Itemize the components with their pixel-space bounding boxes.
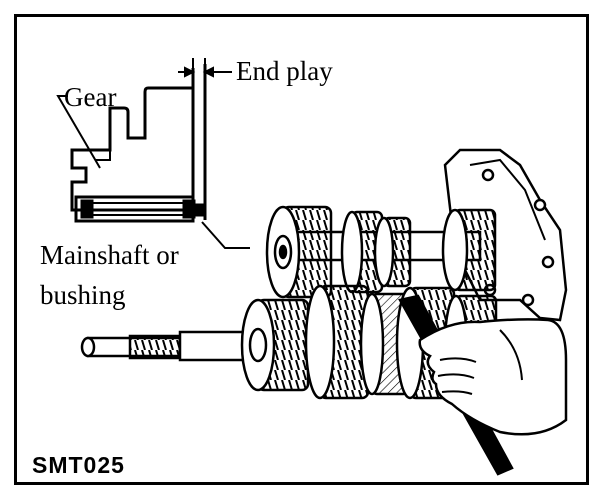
end-play-indicator	[178, 58, 232, 80]
mainshaft-label-line2: bushing	[40, 280, 126, 310]
figure-code: SMT025	[32, 452, 125, 478]
mainshaft-label-line1: Mainshaft or	[40, 240, 179, 270]
gear-cross-section	[70, 64, 207, 223]
leader-lines	[56, 95, 250, 249]
gear-label: Gear	[64, 82, 117, 112]
end-play-label: End play	[236, 56, 333, 86]
gear-assembly	[80, 148, 568, 476]
